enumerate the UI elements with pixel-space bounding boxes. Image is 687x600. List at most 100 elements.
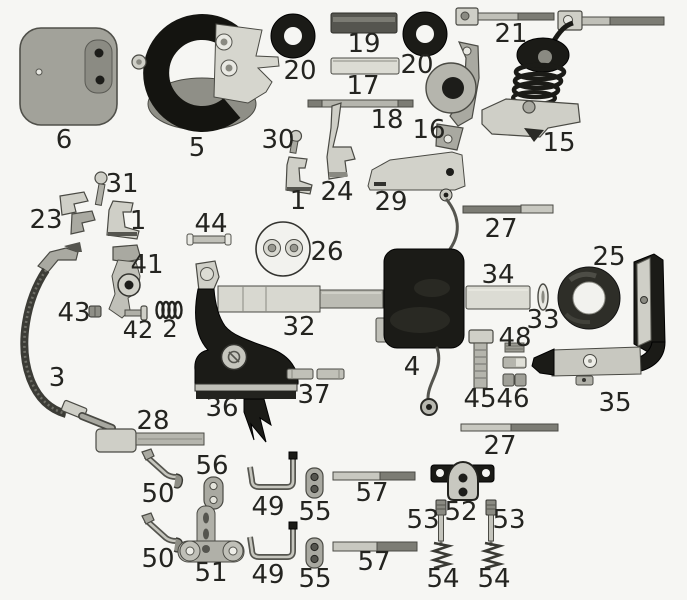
part-label-26: 26: [310, 237, 343, 267]
part-label-20-left: 20: [283, 56, 316, 86]
part-label-34: 34: [481, 260, 514, 290]
part-label-29: 29: [374, 187, 407, 217]
part-28-plunger-rod: [95, 428, 205, 453]
part-45-bolt: [468, 329, 494, 389]
part-label-53-right: 53: [492, 505, 525, 535]
part-label-50-upper: 50: [141, 479, 174, 509]
part-label-50-lower: 50: [141, 544, 174, 574]
part-41-breaker-lever: [108, 244, 142, 319]
part-26-disc: [255, 221, 311, 277]
part-44-pin: [186, 233, 232, 246]
plate-hole: [95, 75, 105, 85]
part-label-32: 32: [282, 312, 315, 342]
part-label-54-right: 54: [477, 564, 510, 594]
part-label-21: 21: [494, 19, 527, 49]
part-52-contact-bracket: [430, 461, 495, 501]
part-33-washer: [537, 283, 549, 311]
part-1-bracket-center: [285, 156, 313, 195]
part-label-27-upper: 27: [484, 214, 517, 244]
part-51-t-plate: [177, 505, 245, 563]
part-label-30: 30: [261, 125, 294, 155]
part-15-spring-assembly: [481, 10, 665, 142]
part-label-16: 16: [412, 115, 445, 145]
part-4-coil: [375, 198, 465, 416]
part-20-washer: [270, 13, 316, 59]
part-label-45: 45: [463, 384, 496, 414]
part-label-27-lower: 27: [483, 431, 516, 461]
part-30-screw: [289, 129, 303, 154]
part-57-rod-upper: [332, 471, 416, 481]
part-label-20-right: 20: [400, 50, 433, 80]
part-27-rod-lower: [460, 423, 559, 432]
part-label-15: 15: [542, 128, 575, 158]
part-49-wire-upper: [250, 452, 297, 487]
part-label-36: 36: [205, 393, 238, 423]
part-19-tube: [330, 12, 398, 34]
part-42-screw: [124, 305, 148, 321]
part-label-43: 43: [57, 298, 90, 328]
part-36-cam-blade: [194, 260, 299, 443]
part-49-wire-lower: [250, 522, 297, 557]
part-27-rod-upper: [462, 204, 554, 214]
part-label-6: 6: [56, 125, 73, 155]
part-label-48: 48: [498, 323, 531, 353]
part-label-5: 5: [189, 133, 206, 163]
plate-hole: [94, 48, 104, 58]
plate-hole: [35, 68, 43, 76]
part-label-4: 4: [404, 352, 421, 382]
part-label-1-left: 1: [130, 206, 147, 236]
screw-head: [522, 100, 536, 114]
part-label-44: 44: [194, 209, 227, 239]
part-34-sleeve: [465, 285, 531, 310]
part-label-24: 24: [320, 177, 353, 207]
part-label-57-upper: 57: [355, 478, 388, 508]
part-6-cover-plate: [19, 27, 118, 126]
part-label-2: 2: [162, 315, 177, 343]
part-label-57-lower: 57: [357, 547, 390, 577]
part-label-1-center: 1: [290, 186, 307, 216]
part-label-31: 31: [105, 169, 138, 199]
part-label-49-upper: 49: [251, 492, 284, 522]
part-label-52: 52: [444, 497, 477, 527]
part-label-3: 3: [49, 363, 66, 393]
part-label-54-left: 54: [426, 564, 459, 594]
part-21-bolt: [455, 7, 555, 26]
part-46-nuts: [502, 356, 527, 387]
part-label-18: 18: [370, 105, 403, 135]
part-label-33: 33: [526, 305, 559, 335]
part-label-56: 56: [195, 451, 228, 481]
part-label-35: 35: [598, 388, 631, 418]
part-18-threaded-rod: [307, 99, 414, 108]
part-label-55-lower: 55: [298, 564, 331, 594]
part-23-clips: [59, 191, 96, 235]
part-label-17: 17: [346, 71, 379, 101]
part-5-magnet-clamp: [131, 14, 280, 132]
part-label-25: 25: [592, 242, 625, 272]
part-29-bracket-bar: [367, 151, 466, 202]
part-label-49-lower: 49: [251, 560, 284, 590]
part-label-55-upper: 55: [298, 497, 331, 527]
part-label-41: 41: [130, 250, 163, 280]
part-35-terminal-bracket: [531, 253, 666, 386]
part-56-plate: [203, 476, 224, 510]
part-24-bent-strip: [326, 102, 356, 180]
part-16-cam-lever: [425, 41, 480, 151]
part-55-plate-upper: [305, 467, 324, 499]
part-3-cable: [20, 242, 116, 432]
part-31-screw: [94, 171, 108, 206]
part-label-28: 28: [136, 406, 169, 436]
part-37-pins: [286, 368, 345, 380]
part-1-bracket-left: [106, 200, 140, 240]
part-43-nut: [88, 305, 102, 318]
part-label-51: 51: [194, 558, 227, 588]
part-2-spring: [155, 300, 183, 320]
part-17-tube: [330, 57, 400, 75]
part-label-53-left: 53: [406, 505, 439, 535]
part-label-23: 23: [29, 205, 62, 235]
part-label-46: 46: [496, 384, 529, 414]
part-25-ring: [557, 266, 621, 330]
part-32-shaft: [217, 285, 384, 313]
part-label-19: 19: [347, 29, 380, 59]
